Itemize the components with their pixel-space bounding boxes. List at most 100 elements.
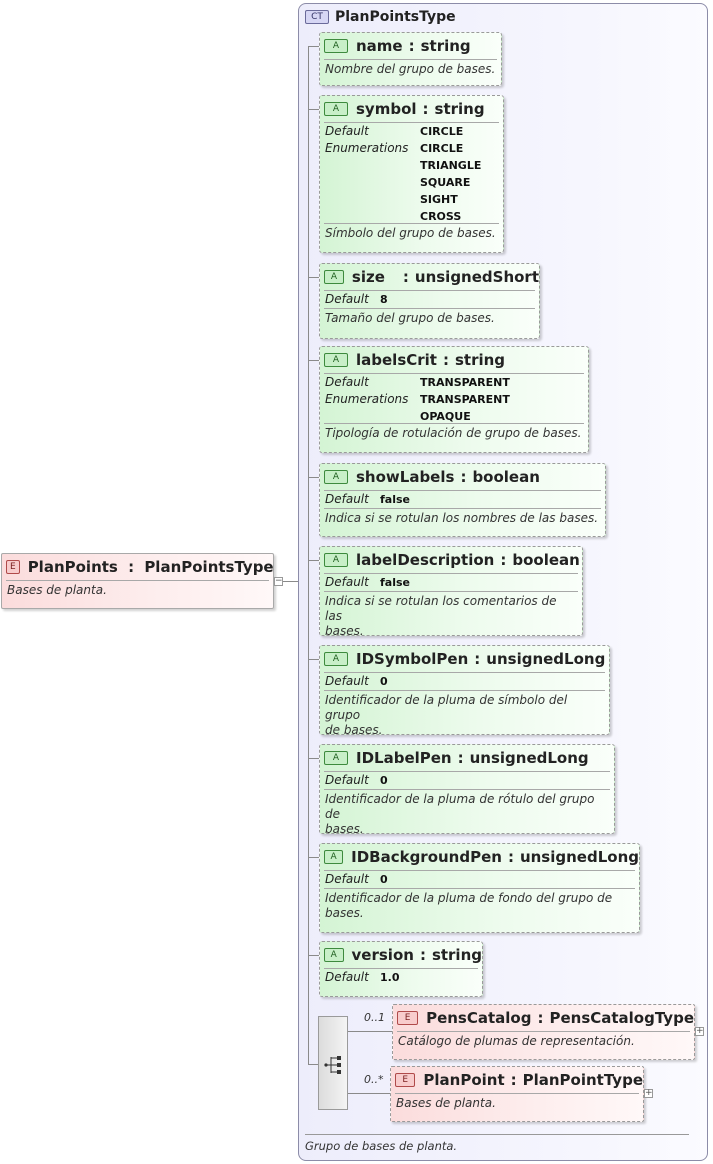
connector	[308, 360, 320, 361]
element-planpoint[interactable]: E PlanPoint:PlanPointType Bases de plant…	[390, 1066, 644, 1122]
cardinality-label: 0..*	[364, 1073, 384, 1086]
default-label: Default	[325, 674, 369, 688]
cardinality-label: 0..1	[364, 1011, 385, 1024]
connector	[348, 1093, 390, 1094]
connector	[308, 560, 320, 561]
enumerations-label: Enumerations	[325, 141, 409, 155]
enum-value: CROSS	[420, 210, 462, 223]
element-badge-icon: E	[6, 560, 20, 574]
sequence-compositor[interactable]	[318, 1016, 348, 1110]
enum-value: TRIANGLE	[420, 159, 482, 172]
connector	[348, 1031, 392, 1032]
attribute-doc: Identificador de la pluma de rótulo del …	[325, 792, 595, 836]
default-value: CIRCLE	[420, 125, 464, 138]
default-label: Default	[325, 872, 369, 886]
attribute-badge-icon: A	[324, 850, 344, 864]
default-value: 0	[380, 873, 388, 886]
attribute-doc: Símbolo del grupo de bases.	[325, 226, 496, 240]
attribute-connector-vertical	[308, 46, 309, 1065]
element-badge-icon: E	[397, 1011, 419, 1025]
attribute-version[interactable]: A version:string Default 1.0	[319, 941, 483, 997]
attribute-title: labelsCrit:string	[356, 351, 506, 369]
expand-icon[interactable]: +	[695, 1026, 704, 1036]
attribute-idsymbolpen[interactable]: A IDSymbolPen:unsignedLong Default 0 Iden…	[319, 645, 610, 737]
default-value: 0	[380, 774, 388, 787]
connector	[308, 659, 320, 660]
default-label: Default	[325, 292, 369, 306]
attribute-badge-icon: A	[324, 39, 348, 53]
attribute-badge-icon: A	[324, 270, 344, 284]
attribute-title: IDBackgroundPen:unsignedLong	[351, 848, 639, 866]
attribute-badge-icon: A	[324, 948, 344, 962]
default-value: TRANSPARENT	[420, 376, 510, 389]
default-value: 1.0	[380, 971, 400, 984]
complex-type-name: PlanPointsType	[335, 9, 456, 25]
expand-icon[interactable]: +	[644, 1088, 653, 1098]
default-label: Default	[325, 124, 369, 138]
element-title: PlanPoint:PlanPointType	[423, 1071, 643, 1089]
default-value: false	[380, 576, 410, 589]
element-penscatalog[interactable]: E PensCatalog:PensCatalogType Catálogo d…	[392, 1004, 695, 1060]
attribute-title: symbol:string	[356, 100, 485, 118]
attribute-title: version:string	[351, 946, 482, 964]
attribute-title: IDLabelPen:unsignedLong	[356, 749, 589, 767]
element-doc: Catálogo de plumas de representación.	[398, 1034, 635, 1048]
connector	[308, 277, 320, 278]
default-label: Default	[325, 375, 369, 389]
attribute-doc: Identificador de la pluma de fondo del g…	[325, 891, 613, 920]
connector	[308, 758, 320, 759]
enum-value: SIGHT	[420, 193, 458, 206]
enum-value: SQUARE	[420, 176, 471, 189]
attribute-showlabels[interactable]: A showLabels:boolean Default false Indica…	[319, 463, 606, 537]
default-label: Default	[325, 773, 369, 787]
default-label: Default	[325, 970, 369, 984]
attribute-title: size:unsignedShort	[351, 268, 539, 286]
attribute-badge-icon: A	[324, 470, 348, 484]
divider	[305, 1134, 689, 1135]
attribute-doc: Identificador de la pluma de símbolo del…	[325, 693, 568, 737]
attribute-badge-icon: A	[324, 353, 348, 367]
connector	[283, 581, 298, 582]
connector	[308, 955, 320, 956]
default-value: false	[380, 493, 410, 506]
connector	[308, 1064, 319, 1065]
element-doc: Bases de planta.	[396, 1096, 496, 1110]
default-label: Default	[325, 492, 369, 506]
complex-type-doc: Grupo de bases de planta.	[305, 1139, 458, 1153]
default-value: 8	[380, 293, 388, 306]
collapse-icon[interactable]: −	[274, 576, 283, 586]
attribute-doc: Nombre del grupo de bases.	[325, 62, 496, 76]
attribute-name[interactable]: A name:string Nombre del grupo de bases.	[319, 32, 502, 86]
element-badge-icon: E	[395, 1073, 416, 1087]
connector	[308, 46, 320, 47]
default-value: 0	[380, 675, 388, 688]
attribute-title: IDSymbolPen:unsignedLong	[356, 650, 606, 668]
enum-value: CIRCLE	[420, 142, 464, 155]
connector	[308, 477, 320, 478]
complex-type-badge-icon: CT	[305, 10, 329, 24]
default-label: Default	[325, 575, 369, 589]
sequence-compositor-icon	[324, 1056, 341, 1074]
attribute-title: labelDescription:boolean	[356, 551, 580, 569]
connector	[308, 857, 320, 858]
enumerations-label: Enumerations	[325, 392, 409, 406]
attribute-doc: Indica si se rotulan los nombres de las …	[325, 511, 599, 525]
attribute-title: showLabels:boolean	[356, 468, 540, 486]
enum-value: TRANSPARENT	[420, 393, 510, 406]
root-element-planpoints[interactable]: E PlanPoints : PlanPointsType Bases de p…	[1, 553, 274, 609]
attribute-badge-icon: A	[324, 751, 348, 765]
connector	[308, 109, 320, 110]
root-element-doc: Bases de planta.	[7, 583, 107, 597]
attribute-badge-icon: A	[324, 652, 348, 666]
attribute-doc: Indica si se rotulan los comentarios de …	[325, 594, 557, 638]
attribute-idlabelpen[interactable]: A IDLabelPen:unsignedLong Default 0 Ident…	[319, 744, 615, 836]
attribute-badge-icon: A	[324, 102, 348, 116]
attribute-title: name:string	[356, 37, 471, 55]
attribute-badge-icon: A	[324, 553, 348, 567]
enum-value: OPAQUE	[420, 410, 471, 423]
